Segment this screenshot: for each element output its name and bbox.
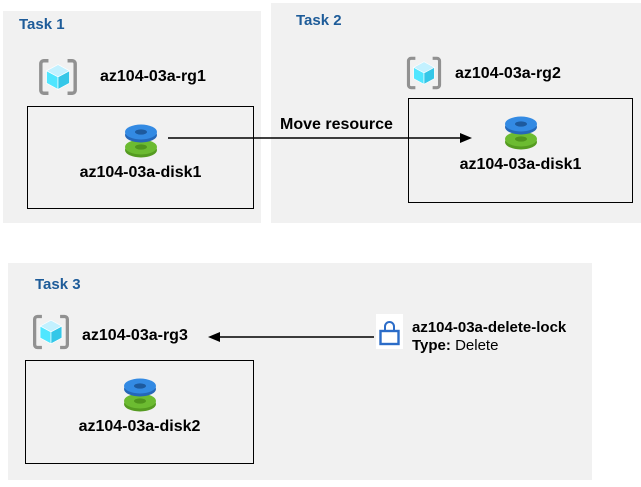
resource-group-icon [39, 59, 77, 95]
resource-group-name: az104-03a-rg2 [455, 65, 561, 82]
lock-name: az104-03a-delete-lock [412, 319, 567, 336]
disk-name: az104-03a-disk1 [459, 156, 582, 173]
task3-panel: Task 3 az104-03a-rg3 az104-03a-disk2 az1… [8, 263, 592, 480]
move-resource-label: Move resource [280, 116, 393, 133]
lock-type-label: Type: [412, 337, 451, 354]
task3-title: Task 3 [35, 276, 81, 293]
lock-chip [376, 314, 403, 349]
resource-box: az104-03a-disk1 [27, 106, 254, 209]
disk-icon [504, 116, 537, 150]
lock-text: az104-03a-delete-lock Type: Delete [412, 319, 566, 355]
disk-icon [123, 378, 156, 412]
disk-name: az104-03a-disk1 [79, 164, 202, 181]
lock-icon [379, 320, 400, 345]
resource-box: az104-03a-disk2 [25, 360, 254, 464]
disk-name: az104-03a-disk2 [78, 418, 201, 435]
resource-group-name: az104-03a-rg3 [82, 327, 188, 344]
task1-panel: Task 1 az104-03a-rg1 az104-03a-disk1 [3, 11, 261, 223]
task2-panel: Task 2 az104-03a-rg2 az104-03a-disk1 [271, 3, 641, 223]
resource-box: az104-03a-disk1 [408, 98, 633, 203]
resource-group-icon [33, 314, 69, 350]
lock-type-value: Delete [455, 337, 499, 354]
disk-icon [124, 124, 157, 158]
task2-title: Task 2 [296, 12, 342, 29]
resource-group-icon [406, 56, 442, 90]
task1-title: Task 1 [19, 16, 65, 33]
resource-group-name: az104-03a-rg1 [100, 68, 206, 85]
